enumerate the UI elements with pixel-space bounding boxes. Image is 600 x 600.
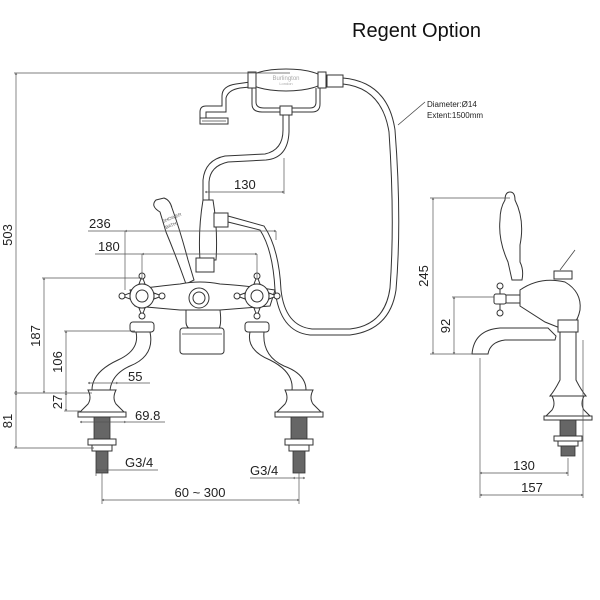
- front-view: Burlington London Diameter:Ø14 Extent:15…: [0, 68, 483, 504]
- diverter-column: [195, 199, 229, 273]
- dim-handle-spacing: 180: [98, 239, 120, 254]
- dim-thread-left: G3/4: [125, 455, 153, 470]
- drawing-title: Regent Option: [352, 20, 481, 42]
- dim-centres: 60 ~ 300: [175, 485, 226, 500]
- dim-side-height: 245: [416, 265, 431, 287]
- dim-collar-height: 27: [50, 395, 65, 409]
- hose-extent-note: Extent:1500mm: [427, 111, 483, 120]
- dim-handset-reach: 130: [234, 177, 256, 192]
- dim-thread-right: G3/4: [250, 463, 278, 478]
- side-spout: [471, 327, 557, 355]
- handset-brand-sub: London: [279, 81, 292, 86]
- diverter-lever: SHOWER BATH: [153, 197, 195, 285]
- lever-label-bath: BATH: [165, 221, 178, 230]
- front-dimensions: 503 81 187 106 27: [0, 73, 305, 504]
- cold-tap-handle: [233, 272, 281, 333]
- hose-diameter-note: Diameter:Ø14: [427, 100, 477, 109]
- side-lever: [499, 191, 524, 281]
- hose-leader-line: [397, 101, 426, 126]
- dim-side-depth: 157: [521, 480, 543, 495]
- dim-overall-width: 236: [89, 216, 111, 231]
- dim-spout-height: 106: [50, 351, 65, 373]
- dim-side-handle-height: 92: [438, 319, 453, 333]
- side-dimensions: 245 92 130 157: [416, 198, 583, 498]
- dim-pipe-width: 55: [128, 369, 142, 384]
- dim-handle-height: 187: [28, 325, 43, 347]
- dim-flange-width: 69.8: [135, 408, 160, 423]
- handset-brand: Burlington: [272, 76, 299, 82]
- side-view: 245 92 130 157: [416, 191, 593, 498]
- dim-base-height: 81: [0, 414, 15, 428]
- side-cross-handle: [493, 282, 521, 317]
- mixer-body: [129, 281, 276, 355]
- side-cap: [553, 270, 573, 280]
- handset: Burlington London: [199, 68, 344, 200]
- right-leg: [248, 331, 324, 474]
- side-column: [548, 331, 588, 397]
- dim-side-spout-reach: 130: [513, 458, 535, 473]
- left-leg: [77, 331, 152, 474]
- side-nut: [557, 319, 579, 333]
- dim-overall-height: 503: [0, 224, 15, 246]
- hot-tap-handle: [118, 272, 166, 333]
